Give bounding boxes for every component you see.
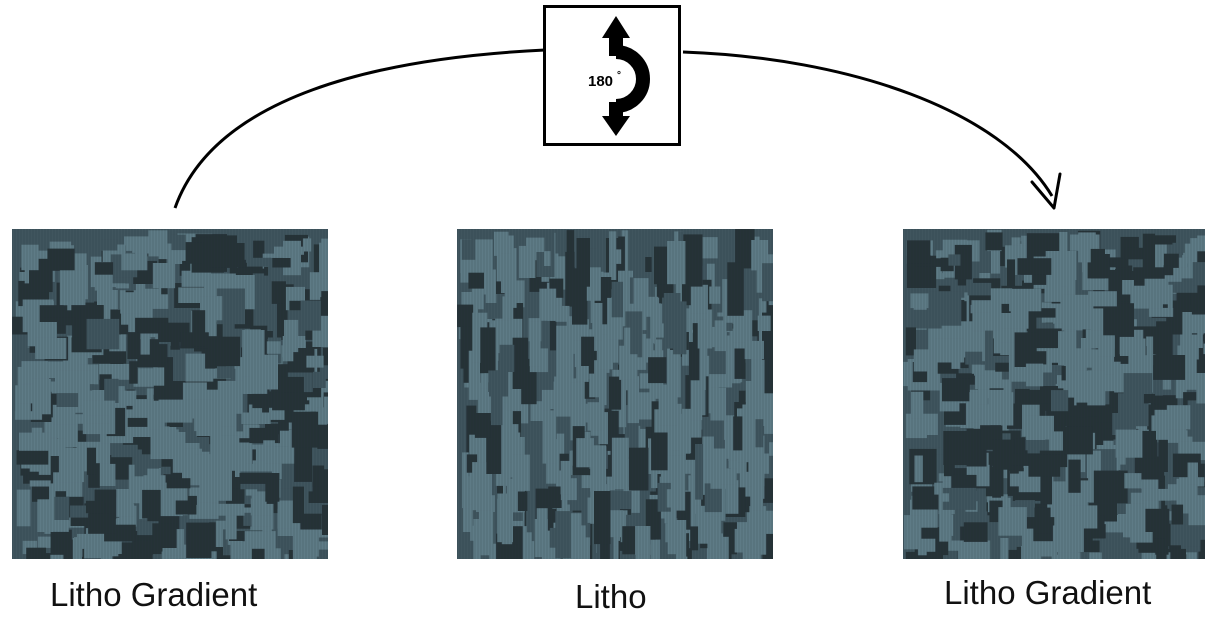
rotation-sign: 180 ° (543, 5, 681, 146)
arc-curve (173, 48, 546, 209)
arc-curve-right (682, 50, 1054, 197)
rotate-180-icon: 180 ° (588, 16, 650, 136)
carpet-tile-litho-gradient-right (903, 229, 1205, 559)
carpet-tile-litho-gradient-left (12, 229, 328, 559)
svg-text:180: 180 (588, 73, 613, 90)
degree-mark: ° (617, 70, 621, 81)
tile-label-left: Litho Gradient (50, 576, 258, 613)
rotation-value: 180 (588, 73, 613, 90)
tile-label-right: Litho Gradient (944, 574, 1152, 611)
arrowhead-icon (1030, 172, 1062, 210)
carpet-tile-litho (457, 229, 773, 559)
tile-label-center: Litho (575, 578, 647, 615)
svg-text:°: ° (617, 70, 621, 81)
